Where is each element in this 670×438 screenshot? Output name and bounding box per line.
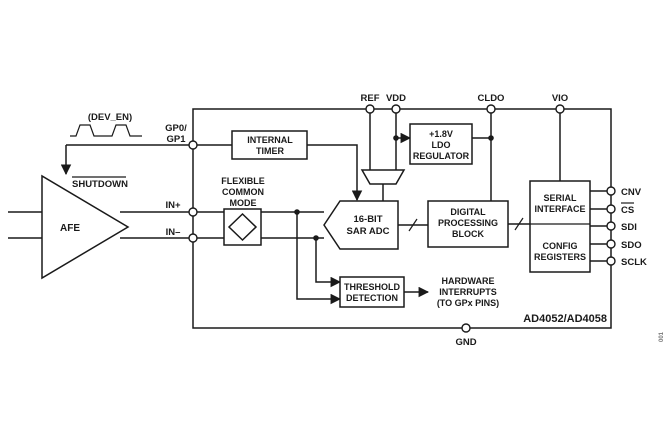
- threshold-detection-block: [339, 276, 405, 308]
- ref-buffer: [360, 169, 406, 185]
- gp1-label: GP1: [166, 134, 186, 145]
- config-line2: REGISTERS: [534, 252, 586, 262]
- cs-pin: [606, 204, 616, 214]
- fcm-diamond: [227, 212, 258, 242]
- in-minus-label: IN–: [166, 227, 181, 238]
- vio-pin-label: VIO: [552, 93, 568, 104]
- gp0-label: GP0/: [165, 123, 187, 134]
- vdd-pin-label: VDD: [386, 93, 406, 104]
- chip-outline: [192, 108, 612, 329]
- interrupts-line1: HARDWARE: [442, 276, 495, 286]
- in-minus-pin: [188, 233, 198, 243]
- dsp-line2: PROCESSING: [438, 218, 498, 228]
- dev-en-pulse-waveform: [70, 124, 142, 137]
- interrupts-line2: INTERRUPTS: [439, 287, 497, 297]
- gnd-pin: [461, 323, 471, 333]
- plus-to-threshold-wire: [296, 212, 342, 305]
- ref-pin-label: REF: [361, 93, 380, 104]
- cnv-pin-label: CNV: [621, 187, 642, 198]
- vio-pin: [555, 104, 565, 114]
- dev-en-label: (DEV_EN): [88, 112, 132, 123]
- serial-config-block: [529, 180, 591, 273]
- cnv-pin: [606, 186, 616, 196]
- adc-line2: SAR ADC: [347, 226, 390, 237]
- ldo-block: [409, 123, 473, 165]
- sdo-pin-label: SDO: [621, 240, 642, 251]
- sdi-pin: [606, 221, 616, 231]
- ref-pin: [365, 104, 375, 114]
- sclk-pin-label: SCLK: [621, 257, 647, 268]
- fcm-line3: MODE: [230, 198, 257, 208]
- threshold-line2: DETECTION: [346, 293, 398, 303]
- vdd-pin: [391, 104, 401, 114]
- cldo-pin: [486, 104, 496, 114]
- minus-to-threshold-wire: [315, 238, 342, 288]
- dsp-to-serial-bus-slash: [514, 217, 524, 231]
- sclk-pin: [606, 256, 616, 266]
- sdi-pin-label: SDI: [621, 222, 637, 233]
- internal-timer-line1: INTERNAL: [247, 135, 293, 145]
- afe-label: AFE: [60, 223, 80, 234]
- serial-line1: SERIAL: [543, 193, 577, 203]
- cldo-pin-label: CLDO: [478, 93, 505, 104]
- cldo-junction: [488, 135, 494, 141]
- dsp-line1: DIGITAL: [450, 207, 486, 217]
- adc-line1: 16-BIT: [353, 214, 382, 225]
- in-plus-pin: [188, 207, 198, 217]
- ldo-line1: +1.8V: [429, 129, 453, 139]
- serial-line2: INTERFACE: [534, 204, 585, 214]
- fcm-line2: COMMON: [222, 187, 264, 197]
- gp-pin: [188, 140, 198, 150]
- gnd-pin-label: GND: [455, 337, 476, 348]
- timer-to-adc-wire: [307, 144, 363, 202]
- internal-timer-line2: TIMER: [256, 146, 284, 156]
- interrupts-line3: (TO GPx PINS): [437, 298, 499, 308]
- adc-to-dsp-bus-slash: [408, 218, 418, 232]
- afe-amplifier: [41, 174, 130, 280]
- figure-watermark: 001: [659, 331, 665, 342]
- threshold-line1: THRESHOLD: [344, 282, 401, 292]
- sar-adc-block: [323, 200, 399, 250]
- digital-processing-block: [427, 200, 509, 248]
- ldo-line2: LDO: [432, 140, 451, 150]
- shutdown-label: SHUTDOWN: [72, 179, 128, 190]
- fcm-line1: FLEXIBLE: [221, 176, 265, 186]
- cs-pin-label: CS: [621, 205, 634, 216]
- vdd-junction: [393, 135, 399, 141]
- chip-name-label: AD4052/AD4058: [523, 313, 607, 325]
- ldo-line3: REGULATOR: [413, 151, 470, 161]
- sdo-pin: [606, 239, 616, 249]
- dsp-line3: BLOCK: [452, 229, 484, 239]
- in-plus-label: IN+: [165, 200, 181, 211]
- config-line1: CONFIG: [543, 241, 578, 251]
